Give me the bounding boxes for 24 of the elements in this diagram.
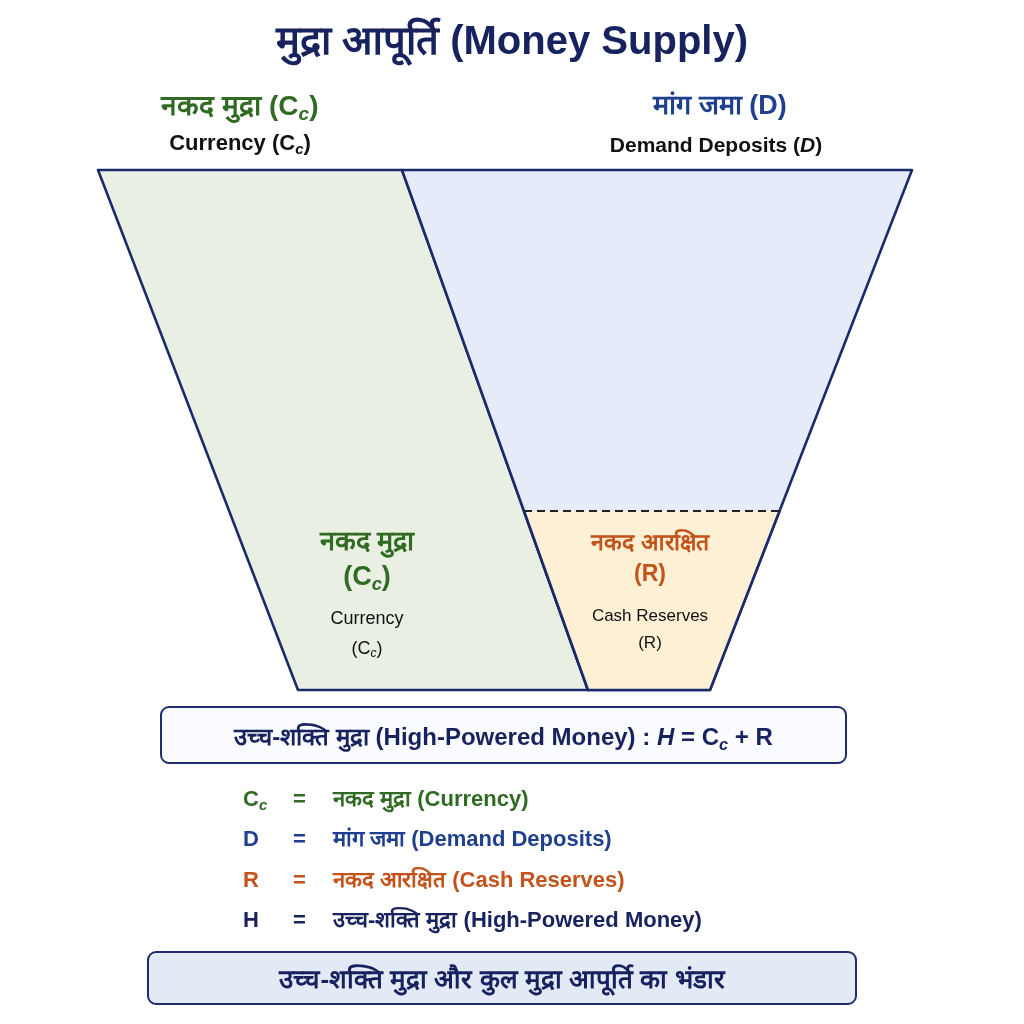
section-sublabel: Cash Reserves (R)	[591, 605, 709, 655]
summary-box	[147, 951, 857, 1005]
section-sublabel: Currency (C$_{c}$)	[329, 607, 405, 663]
summary-text: उच्च-शक्ति मुद्रा और कुल मुद्रा आपूर्ति का भंडार	[279, 963, 725, 996]
title: मुद्रा आपूर्ति (Money Supply)	[0, 14, 1024, 66]
symbol-label: R	[243, 866, 259, 894]
section-label: नकद मुद्रा (C$_{c}$)	[319, 525, 415, 595]
equals-sign: =	[293, 906, 306, 934]
definition-text: नकद मुद्रा (Currency)	[333, 785, 529, 814]
column-subheading: Currency (C$_{c}$)	[169, 129, 311, 158]
formula-box	[160, 706, 847, 764]
formula-text: उच्च-शक्ति मुद्रा (High-Powered Money) : H = C$_{c}$ + R	[234, 721, 773, 752]
definition-text: नकद आरक्षित (Cash Reserves)	[333, 866, 625, 894]
symbol-label: D	[243, 825, 259, 853]
equals-sign: =	[293, 785, 306, 813]
equals-sign: =	[293, 866, 306, 894]
section-label: नकद आरक्षित (R)	[590, 528, 710, 589]
column-heading: नकद मुद्रा (C$_{c}$)	[161, 89, 319, 125]
column-subheading: Demand Deposits (D)	[609, 132, 823, 158]
definition-text: मांग जमा (Demand Deposits)	[333, 825, 612, 853]
column-heading: मांग जमा (D)	[653, 89, 787, 122]
symbol-label: C$_{c}$	[243, 785, 268, 814]
symbol-label: H	[243, 906, 259, 934]
equals-sign: =	[293, 825, 306, 853]
